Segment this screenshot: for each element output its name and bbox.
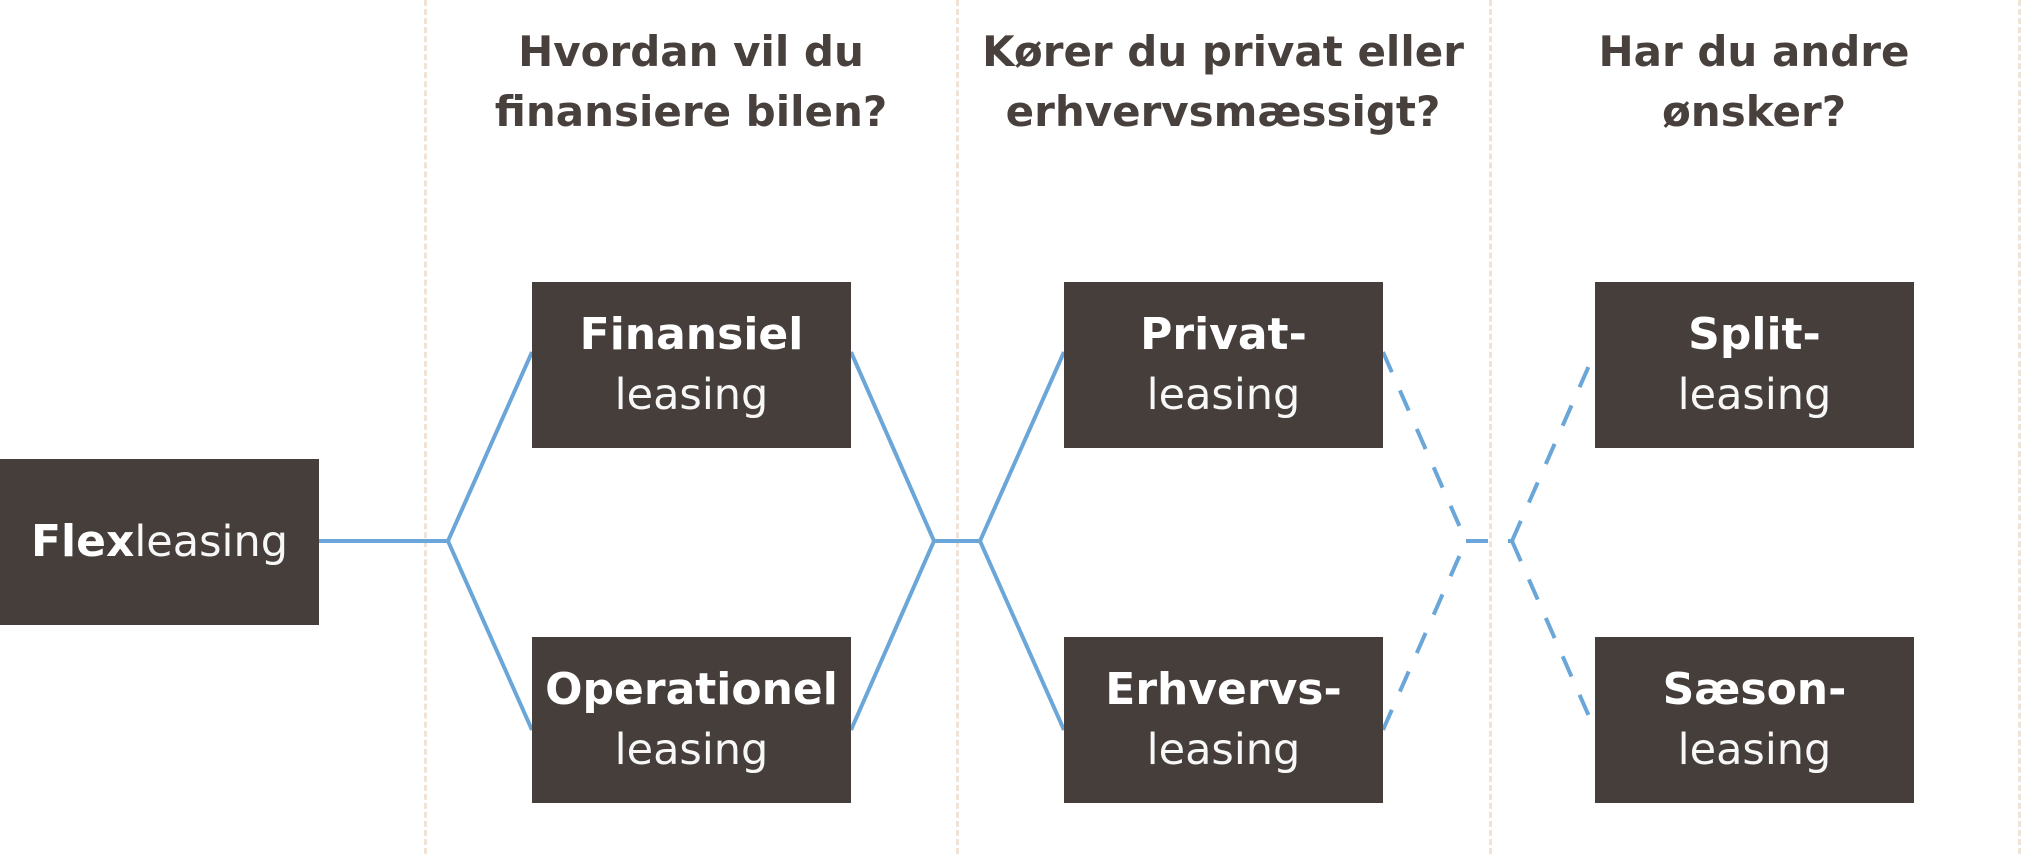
node-bold-text: Finansiel	[579, 309, 804, 360]
dashed-connector-split	[1510, 351, 1597, 542]
connector-merge-privat	[978, 351, 1066, 542]
split-leasing-box: Split- leasing	[1595, 282, 1914, 448]
node-bold-text: Operationel	[545, 664, 838, 715]
column-divider	[424, 0, 427, 854]
node-light-text: leasing	[1146, 725, 1301, 775]
privat-leasing-box: Privat- leasing	[1064, 282, 1383, 448]
node-light-text: leasing	[1677, 725, 1832, 775]
question-usage: Kører du privat eller erhvervsmæssigt?	[943, 22, 1503, 142]
question-line: erhvervsmæssigt?	[1005, 87, 1441, 136]
question-other-wishes: Har du andre ønsker?	[1474, 22, 2022, 142]
node-bold-text: Sæson-	[1662, 664, 1847, 715]
connector-finansiel-merge	[849, 351, 936, 542]
column-divider	[956, 0, 959, 854]
node-light-text: leasing	[134, 517, 289, 567]
question-line: Kører du privat eller	[982, 27, 1464, 76]
connector-merge-erhvervs	[978, 540, 1066, 731]
question-line: Hvordan vil du	[518, 27, 864, 76]
question-financing: Hvordan vil du finansiere bilen?	[411, 22, 971, 142]
column-divider	[1489, 0, 1492, 854]
node-light-text: leasing	[1677, 370, 1832, 420]
node-light-text: leasing	[614, 725, 769, 775]
question-line: ønsker?	[1661, 87, 1847, 136]
connector-root-operationel	[446, 540, 534, 731]
finansiel-leasing-box: Finansiel leasing	[532, 282, 851, 448]
question-line: Har du andre	[1598, 27, 1910, 76]
dashed-connector-erhvervs	[1381, 540, 1468, 731]
node-bold-text: Flex	[30, 516, 135, 567]
node-light-text: leasing	[614, 370, 769, 420]
question-line: finansiere bilen?	[494, 87, 888, 136]
column-divider	[2018, 0, 2021, 854]
node-light-text: leasing	[1146, 370, 1301, 420]
erhvervs-leasing-box: Erhvervs- leasing	[1064, 637, 1383, 803]
node-bold-text: Split-	[1688, 309, 1821, 360]
operationel-leasing-box: Operationel leasing	[532, 637, 851, 803]
saeson-leasing-box: Sæson- leasing	[1595, 637, 1914, 803]
connector-operationel-merge	[849, 540, 936, 731]
node-bold-text: Erhvervs-	[1105, 664, 1342, 715]
dashed-connector-saeson	[1510, 540, 1597, 731]
node-bold-text: Privat-	[1140, 309, 1307, 360]
dashed-connector-privat	[1381, 351, 1468, 542]
connector-root-finansiel	[446, 351, 534, 542]
